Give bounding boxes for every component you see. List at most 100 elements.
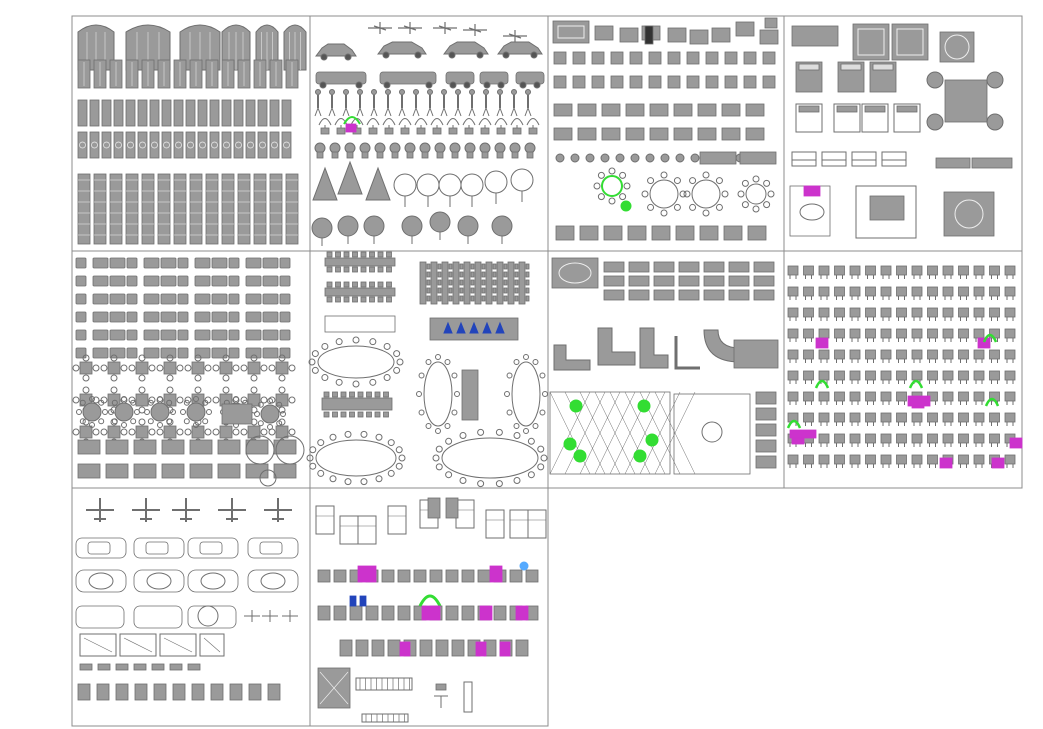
furniture-elevation-block — [803, 349, 814, 360]
sofa-plan-block — [75, 329, 87, 341]
cad-circle — [448, 51, 456, 59]
sofa-plan-block — [160, 275, 177, 287]
cad-circle — [82, 354, 90, 362]
cad-circle — [110, 418, 118, 426]
cad-block — [352, 266, 358, 273]
furniture-elevation-block — [880, 307, 892, 318]
sofa-plan-block — [211, 329, 228, 341]
cad-block — [470, 287, 475, 294]
bed-plan-outline — [795, 103, 823, 133]
furniture-elevation-block — [880, 370, 892, 381]
furniture-elevation-block — [880, 328, 892, 339]
furniture-elevation-block — [896, 433, 907, 444]
panel-furniture-elevations — [786, 265, 1023, 469]
door-block — [221, 99, 232, 127]
chair-plan-block — [762, 51, 776, 65]
furniture-elevation-block — [787, 370, 799, 381]
cad-block — [349, 411, 355, 418]
furniture-elevation-block — [849, 370, 861, 381]
chair-plan-block — [610, 51, 624, 65]
car-elevation — [497, 41, 543, 55]
sofa-plan-block — [177, 347, 189, 359]
cad-circle — [425, 81, 433, 89]
screen-panel-block — [157, 173, 171, 245]
cad-circle — [194, 386, 202, 394]
cad-circle — [454, 391, 460, 397]
cad-circle — [395, 462, 403, 470]
planter-block — [528, 127, 538, 135]
furniture-elevation-block — [880, 391, 892, 402]
cad-circle — [344, 478, 352, 486]
cad-circle — [519, 81, 527, 89]
cad-circle — [138, 374, 146, 382]
green-plant — [418, 594, 442, 607]
cad-circle — [79, 141, 86, 149]
chair-seat — [689, 203, 697, 211]
cad-circle — [344, 53, 352, 61]
cad-block — [360, 266, 367, 273]
cad-circle — [427, 89, 433, 95]
cad-circle — [184, 428, 192, 436]
potted-plant-block — [479, 142, 491, 154]
cad-circle — [495, 480, 503, 488]
furniture-elevation-block — [818, 454, 830, 465]
planter-block — [384, 127, 394, 135]
small-block — [79, 663, 93, 671]
furniture-elevation-block — [911, 349, 923, 360]
cad-circle — [463, 81, 471, 89]
cad-circle — [320, 53, 328, 61]
cad-circle — [147, 418, 154, 425]
sofa-plan-block — [262, 293, 279, 305]
door-block — [137, 99, 148, 127]
planter-block — [480, 127, 490, 135]
cad-block — [459, 287, 464, 294]
furniture-elevation-block — [989, 433, 1000, 444]
chair-seat — [383, 374, 391, 382]
planter-block — [336, 127, 346, 135]
chair-block — [764, 17, 778, 29]
dining-table-block — [161, 463, 185, 479]
door-block — [197, 99, 208, 127]
cad-block — [492, 287, 497, 294]
cad-block — [386, 296, 392, 303]
aircraft-elevation — [433, 22, 457, 34]
deciduous-tree — [393, 173, 417, 197]
cad-circle — [283, 141, 290, 149]
table-plan-block — [247, 361, 261, 375]
panel-doors-windows — [77, 24, 307, 245]
furniture-elevation-block — [880, 433, 892, 444]
pot-block — [316, 151, 324, 159]
furniture-elevation-block — [333, 569, 347, 583]
classroom-row — [441, 261, 449, 305]
sofa-plan-block — [279, 275, 291, 287]
cad-block — [470, 271, 475, 278]
chair-seat — [383, 342, 391, 350]
magenta-chair — [489, 565, 503, 583]
chair-plan-block — [667, 75, 681, 89]
cad-circle — [151, 141, 158, 149]
magenta-chaise — [421, 605, 441, 621]
table-plan-block — [135, 393, 149, 407]
cad-block — [437, 263, 442, 270]
conference-table — [321, 397, 393, 411]
furniture-elevation-block — [973, 454, 985, 465]
furniture-elevation-block — [365, 605, 379, 621]
cad-circle — [166, 386, 174, 394]
sofa-plan-block — [262, 329, 279, 341]
dining-table-block — [105, 439, 129, 455]
cad-line — [359, 107, 364, 117]
cad-circle — [176, 364, 184, 372]
cad-circle — [121, 396, 127, 402]
furniture-elevation-block — [942, 307, 954, 318]
cad-circle — [319, 81, 327, 89]
cad-circle — [89, 396, 95, 402]
furniture-elevation-block — [973, 307, 985, 318]
cad-line — [513, 107, 518, 117]
cad-circle — [267, 398, 273, 404]
cad-circle — [232, 364, 240, 372]
cad-circle — [79, 399, 86, 406]
cad-block — [503, 295, 508, 302]
cad-line — [328, 107, 333, 117]
furniture-elevation-block — [849, 454, 861, 465]
sofa-plan-block — [211, 257, 228, 269]
